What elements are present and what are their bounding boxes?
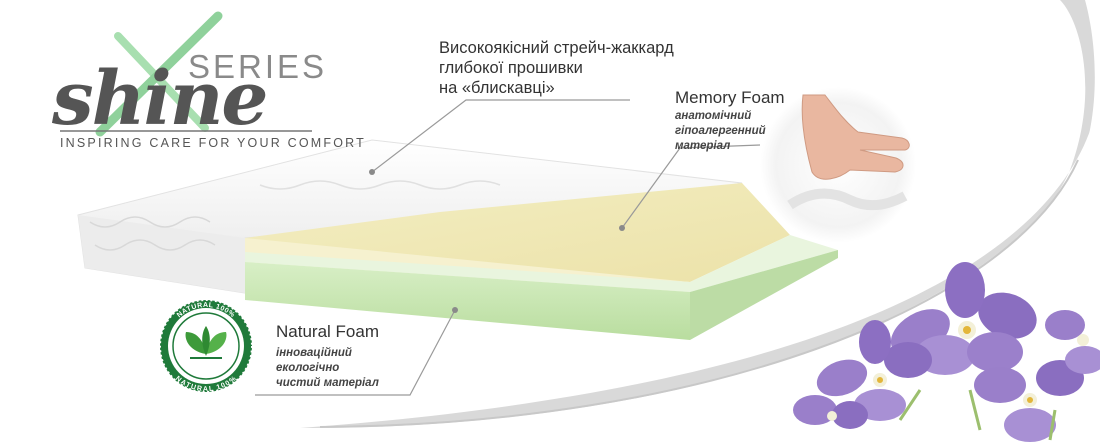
jacquard-line-3: на «блискавці»: [439, 79, 555, 97]
natural-seal: [159, 299, 253, 393]
memory-foam-description: анатомічний гіпоалергенний матеріал: [675, 109, 766, 154]
natural-foam-line-3: чистий матеріал: [276, 377, 379, 389]
svg-text:NATURAL 100%: NATURAL 100%: [176, 302, 236, 319]
memory-foam-title: Memory Foam: [675, 88, 785, 107]
logo-tagline: INSPIRING CARE FOR YOUR COMFORT: [60, 136, 366, 150]
jacquard-line-1: Високоякісний стрейч-жаккард: [439, 39, 674, 57]
natural-foam-description: інноваційний екологічно чистий матеріал: [276, 346, 379, 391]
callout-lines: [255, 99, 761, 396]
hand-icon: [801, 94, 910, 180]
svg-text:NATURAL 100%: NATURAL 100%: [174, 375, 238, 392]
jacquard-line-2: глибокої прошивки: [439, 59, 583, 77]
natural-foam-line-2: екологічно: [276, 362, 340, 374]
natural-seal-text: NATURAL 100% NATURAL 100%: [174, 302, 238, 392]
violet-flowers: [793, 262, 1100, 442]
memory-foam-line-3: матеріал: [675, 140, 731, 152]
natural-foam-title: Natural Foam: [276, 322, 379, 341]
leaf-icon: [185, 326, 227, 359]
memory-foam-line-2: гіпоалергенний: [675, 125, 766, 137]
jacquard-callout: Високоякісний стрейч-жаккард глибокої пр…: [439, 38, 674, 98]
logo-series-text: SERIES: [188, 48, 328, 85]
memory-foam-sample: [760, 87, 916, 243]
natural-foam-layer: [245, 235, 838, 340]
memory-foam-line-1: анатомічний: [675, 110, 752, 122]
natural-foam-line-1: інноваційний: [276, 347, 352, 359]
logo-wordmark: shine: [52, 56, 268, 142]
seal-text-top: NATURAL 100%: [176, 302, 236, 319]
seal-text-bottom: NATURAL 100%: [174, 375, 238, 392]
logo-mark: [60, 11, 312, 137]
